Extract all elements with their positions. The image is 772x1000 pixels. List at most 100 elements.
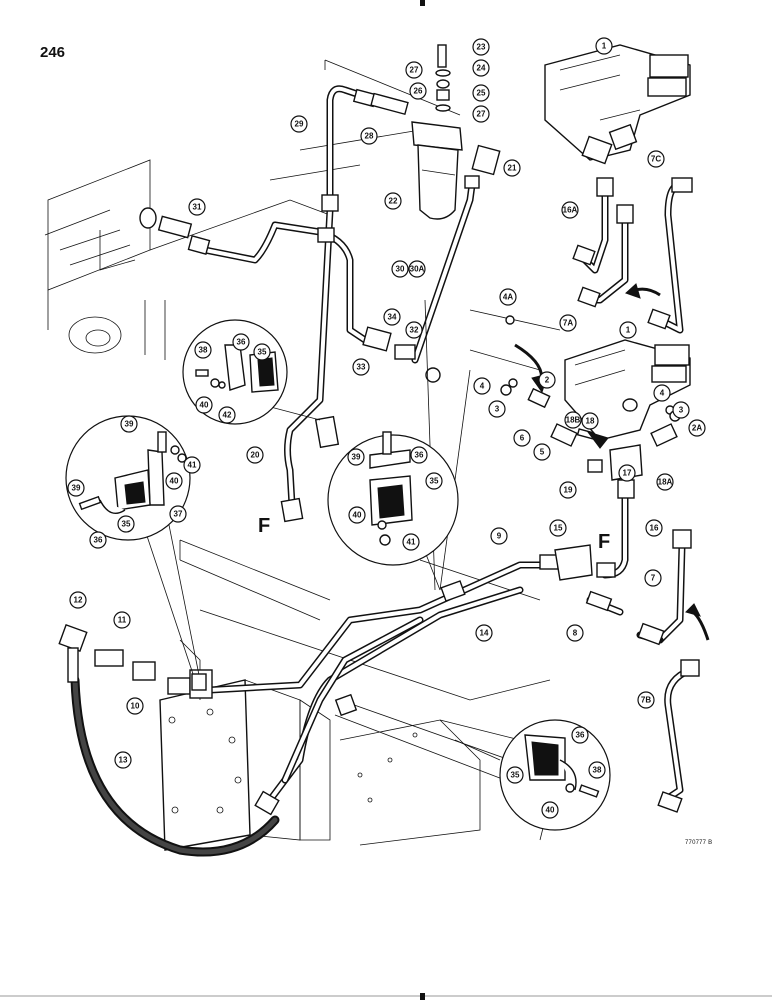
callout-1-upper: 1 xyxy=(595,37,613,55)
svg-text:27: 27 xyxy=(410,66,419,75)
pump-housing xyxy=(159,639,301,851)
callout-30: 30 xyxy=(391,260,409,278)
callout-41-b: 41 xyxy=(402,533,420,551)
svg-text:11: 11 xyxy=(118,616,127,625)
callout-7a: 7A xyxy=(559,314,577,332)
callout-40-b: 40 xyxy=(165,472,183,490)
svg-text:23: 23 xyxy=(477,43,486,52)
svg-text:14: 14 xyxy=(480,629,489,638)
callout-39-b: 39 xyxy=(67,479,85,497)
svg-text:36: 36 xyxy=(94,536,103,545)
callout-18b: 18B xyxy=(564,411,582,429)
callout-36-d: 36 xyxy=(571,726,589,744)
callout-27-top: 27 xyxy=(405,61,423,79)
svg-text:3: 3 xyxy=(679,406,684,415)
svg-text:12: 12 xyxy=(74,596,83,605)
svg-text:1: 1 xyxy=(626,326,631,335)
callout-9: 9 xyxy=(490,527,508,545)
hose-13 xyxy=(70,675,280,857)
svg-text:7B: 7B xyxy=(641,696,651,705)
svg-text:4A: 4A xyxy=(503,293,513,302)
svg-text:35: 35 xyxy=(511,771,520,780)
svg-text:7: 7 xyxy=(651,574,656,583)
callout-4-left: 4 xyxy=(473,377,491,395)
callout-39-a: 39 xyxy=(120,415,138,433)
callout-25: 25 xyxy=(472,84,490,102)
svg-text:7A: 7A xyxy=(563,319,573,328)
svg-text:25: 25 xyxy=(477,89,486,98)
page-number: 246 xyxy=(40,44,66,61)
svg-text:24: 24 xyxy=(477,64,486,73)
svg-text:6: 6 xyxy=(520,434,525,443)
callout-41-a: 41 xyxy=(183,456,201,474)
callout-19: 19 xyxy=(559,481,577,499)
svg-text:35: 35 xyxy=(122,520,131,529)
callout-40-a: 40 xyxy=(195,396,213,414)
callout-15: 15 xyxy=(549,519,567,537)
svg-text:27: 27 xyxy=(477,110,486,119)
svg-text:34: 34 xyxy=(388,313,397,322)
svg-text:40: 40 xyxy=(546,806,555,815)
callout-4-right: 4 xyxy=(653,384,671,402)
svg-text:10: 10 xyxy=(131,702,140,711)
callout-12: 12 xyxy=(69,591,87,609)
svg-text:40: 40 xyxy=(353,511,362,520)
callout-16a: 16A xyxy=(561,201,579,219)
svg-text:18A: 18A xyxy=(658,478,673,487)
svg-text:31: 31 xyxy=(193,203,202,212)
callout-1-lower: 1 xyxy=(619,321,637,339)
callout-40-d: 40 xyxy=(541,801,559,819)
svg-text:16A: 16A xyxy=(563,206,578,215)
svg-text:41: 41 xyxy=(407,538,416,547)
svg-text:17: 17 xyxy=(623,469,632,478)
svg-text:30A: 30A xyxy=(410,265,425,274)
pipe-clamps xyxy=(191,580,466,717)
tractor-frame-outline xyxy=(44,59,561,846)
control-valve-lower xyxy=(564,339,691,441)
svg-text:38: 38 xyxy=(199,346,208,355)
svg-text:35: 35 xyxy=(258,348,267,357)
callout-11: 11 xyxy=(113,611,131,629)
svg-text:26: 26 xyxy=(414,87,423,96)
detail-circle-left-clamp xyxy=(65,415,191,541)
svg-text:39: 39 xyxy=(352,453,361,462)
callout-36-a: 36 xyxy=(232,333,250,351)
callout-10: 10 xyxy=(126,697,144,715)
callout-35-b: 35 xyxy=(117,515,135,533)
callout-7c: 7C xyxy=(647,150,665,168)
callout-29: 29 xyxy=(290,115,308,133)
svg-text:4: 4 xyxy=(660,389,665,398)
svg-text:18: 18 xyxy=(586,417,595,426)
pipes xyxy=(191,85,694,804)
svg-text:2A: 2A xyxy=(692,424,702,433)
svg-text:28: 28 xyxy=(365,132,374,141)
callout-13: 13 xyxy=(114,751,132,769)
svg-text:35: 35 xyxy=(430,477,439,486)
callout-35-c: 35 xyxy=(425,472,443,490)
callout-2: 2 xyxy=(538,371,556,389)
svg-text:39: 39 xyxy=(125,420,134,429)
svg-text:16: 16 xyxy=(650,524,659,533)
callout-36-b: 36 xyxy=(89,531,107,549)
callout-33: 33 xyxy=(352,358,370,376)
callout-16: 16 xyxy=(645,519,663,537)
callout-6: 6 xyxy=(513,429,531,447)
svg-text:22: 22 xyxy=(389,197,398,206)
svg-text:18B: 18B xyxy=(566,416,581,425)
callout-23: 23 xyxy=(472,38,490,56)
callout-3-right: 3 xyxy=(672,401,690,419)
fittings xyxy=(58,44,700,816)
svg-text:30: 30 xyxy=(396,265,405,274)
control-valve-upper xyxy=(544,44,691,165)
callout-35-a: 35 xyxy=(253,343,271,361)
svg-text:38: 38 xyxy=(593,766,602,775)
callout-38-b: 38 xyxy=(588,761,606,779)
callout-37: 37 xyxy=(169,505,187,523)
filter-22 xyxy=(411,121,463,220)
callout-21: 21 xyxy=(503,159,521,177)
callout-22: 22 xyxy=(384,192,402,210)
svg-text:2: 2 xyxy=(545,376,550,385)
callout-3-left: 3 xyxy=(488,400,506,418)
svg-text:7C: 7C xyxy=(651,155,661,164)
